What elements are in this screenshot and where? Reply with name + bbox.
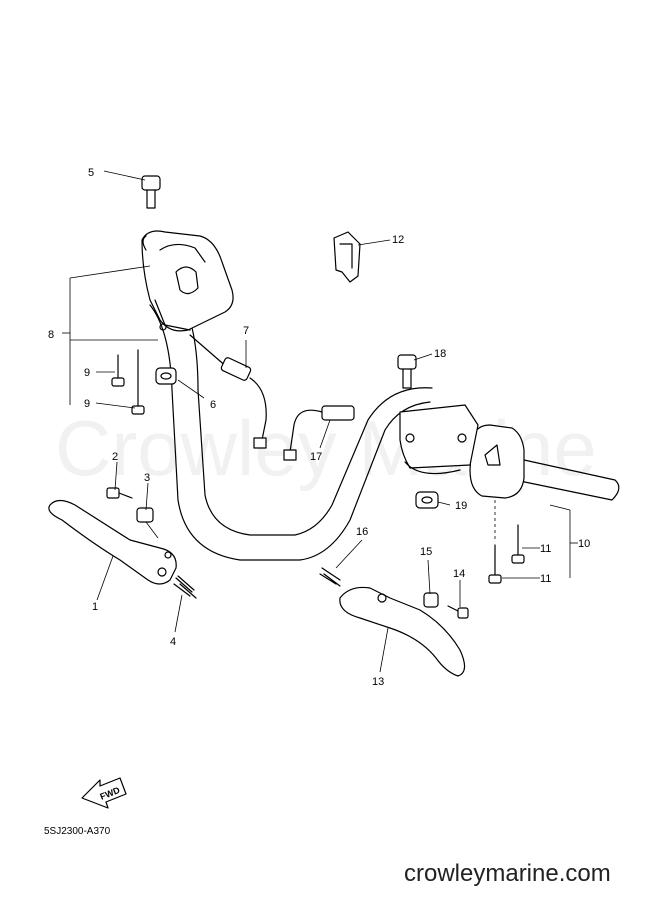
bolt-2 (106, 487, 133, 499)
callout-5: 5 (88, 167, 94, 179)
handlebar (149, 299, 620, 561)
left-switch-housing (141, 230, 234, 332)
cable-clamp-12 (333, 231, 361, 283)
left-lever-1 (48, 499, 177, 585)
callout-4: 4 (170, 636, 176, 648)
spring-16 (319, 567, 341, 587)
screws-9 (111, 349, 145, 415)
spring-4 (173, 575, 197, 599)
callout-3: 3 (144, 472, 150, 484)
callout-9b: 9 (84, 398, 90, 410)
callout-6: 6 (210, 399, 216, 411)
switch-cable-7 (189, 334, 267, 449)
callout-8: 8 (48, 329, 54, 341)
callout-12: 12 (392, 234, 404, 246)
callout-19: 17 (310, 451, 322, 463)
nut-6 (155, 367, 177, 385)
right-switch-housing (399, 404, 525, 499)
callout-13: 13 (372, 676, 384, 688)
site-url: crowleymarine.com (404, 860, 611, 887)
nut-15 (423, 592, 439, 608)
right-lever-13 (339, 586, 466, 677)
screw-17 (397, 354, 417, 389)
callout-9a: 9 (84, 367, 90, 379)
bolt-14 (447, 605, 469, 619)
fwd-arrow: FWD (81, 777, 127, 809)
callout-2: 2 (112, 451, 118, 463)
callout-18: 19 (455, 500, 467, 512)
switch-cable-19 (283, 405, 355, 461)
callout-7: 7 (243, 325, 249, 337)
screw-5 (141, 175, 161, 209)
callout-11a: 11 (540, 543, 551, 555)
callout-1: 1 (92, 601, 98, 613)
leader-lines (62, 170, 578, 673)
nut-18 (415, 491, 439, 509)
callout-16: 16 (356, 526, 368, 538)
callout-14: 14 (453, 568, 465, 580)
callout-15: 15 (420, 546, 432, 558)
callout-10: 10 (578, 538, 590, 550)
diagram-code: 5SJ2300-A370 (44, 826, 111, 837)
callout-11b: 11 (540, 573, 551, 585)
callout-17: 18 (434, 348, 446, 360)
screws-11 (488, 500, 525, 584)
callout-labels: 5 8 9 9 6 7 12 18 10 11 11 19 17 2 3 1 4… (48, 167, 590, 688)
nut-3 (136, 507, 154, 523)
